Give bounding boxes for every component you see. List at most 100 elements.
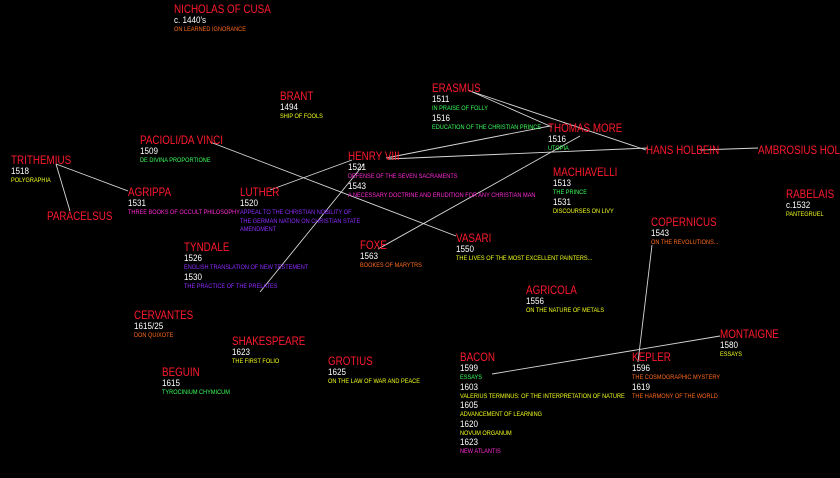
entry-work-title: DISCOURSES ON LIVY	[553, 207, 614, 215]
entry-work-title: NOVUM ORGANUM	[460, 429, 512, 437]
entry-year: 1620	[460, 418, 478, 430]
entry-year: 1599	[460, 363, 478, 374]
entry-work-title: A NECESSARY DOCTRINE AND ERUDITION FOR A…	[348, 191, 536, 199]
entry-year: 1543	[348, 180, 366, 192]
entry-work-title: BOOKES OF MARYTRS	[360, 262, 422, 269]
entry-work-title: IN PRAISE OF FOLLY	[432, 105, 488, 112]
node-name: PARACELSUS	[47, 209, 113, 223]
node-ambrosius-holbein[interactable]: AMBROSIUS HOLBEIN	[758, 144, 840, 157]
entry-year: 1516	[548, 134, 566, 145]
link-henry-thomasmore	[385, 125, 551, 159]
entry-work-title: ON THE REVOLUTIONS...	[651, 239, 719, 246]
entry-year: 1526	[184, 253, 202, 264]
entry-work-title: ON THE LAW OF WAR AND PEACE	[328, 378, 420, 385]
link-trithemius-agrippa	[55, 163, 129, 192]
node-name: ERASMUS	[432, 81, 481, 95]
node-name: AGRICOLA	[526, 283, 577, 297]
entry-year: 1623	[232, 347, 250, 358]
node-name: RABELAIS	[786, 187, 835, 201]
node-hans-holbein[interactable]: HANS HOLBEIN	[646, 144, 735, 157]
node-name: CERVANTES	[134, 308, 194, 322]
node-name: SHAKESPEARE	[232, 334, 306, 348]
link-bacon-montaigne	[491, 335, 721, 375]
link-thomasmore-foxe	[377, 135, 581, 250]
node-name: MACHIAVELLI	[553, 165, 618, 179]
node-name: HANS HOLBEIN	[646, 143, 720, 157]
entry-year: 1511	[432, 94, 450, 105]
link-henry-tyndale	[259, 163, 365, 293]
node-name: BEGUIN	[162, 365, 200, 379]
entry-work-title: AMENDMENT	[240, 226, 277, 233]
entry-year: 1619	[632, 381, 650, 393]
entry-year: 1520	[240, 198, 258, 209]
entry-year: 1531	[553, 196, 571, 208]
node-paracelsus[interactable]: PARACELSUS	[47, 210, 127, 223]
node-name: TRITHEMIUS	[11, 153, 72, 167]
entry-year: c.1532	[786, 200, 811, 211]
entry-work-title: THE PRINCE	[553, 189, 587, 196]
entry-work-title: DE DIVINA PROPORTIONE	[140, 157, 211, 164]
entry-work-title: SHIP OF FOOLS	[280, 113, 323, 120]
entry-work-title: VALERIUS TERMINUS: OF THE INTERPRETATION…	[460, 392, 625, 400]
entry-work-title: ON LEARNED IGNORANCE	[174, 26, 246, 33]
entry-work-title: POLYGRAPHIA	[11, 177, 51, 184]
entry-work-title: APPEAL TO THE CHRISTIAN NOBILITY OF	[240, 209, 352, 216]
entry-year: 1518	[11, 166, 29, 177]
link-henry-hansholbein	[387, 147, 649, 160]
entry-year: 1530	[184, 271, 202, 283]
node-name: PACIOLI/DA VINCI	[140, 133, 223, 147]
entry-year: 1596	[632, 363, 650, 374]
entry-work-title: NEW ATLANTIS	[460, 448, 501, 455]
node-name: VASARI	[456, 231, 492, 245]
node-name: AGRIPPA	[128, 185, 172, 199]
entry-year: 1615/25	[134, 321, 164, 332]
entry-year: 1625	[328, 367, 346, 378]
entry-year: 1494	[280, 102, 298, 113]
node-name: FOXE	[360, 238, 387, 252]
entry-work-title: UTOPIA	[548, 145, 569, 152]
link-trithemius-paracelsus	[55, 163, 71, 212]
entry-work-title: EDUCATION OF THE CHRISTIAN PRINCE	[432, 123, 542, 131]
entry-work-title: TYROCINIUM CHYMICUM	[162, 389, 230, 396]
entry-work-title: DON QUIXOTE	[134, 332, 174, 339]
entry-year: 1509	[140, 146, 158, 157]
node-name: BACON	[460, 350, 496, 364]
node-name: THOMAS MORE	[548, 121, 623, 135]
link-luther-henry	[269, 159, 353, 191]
entry-year: 1513	[553, 178, 571, 189]
node-name: COPERNICUS	[651, 215, 717, 229]
node-name: HENRY VIII	[348, 149, 400, 163]
link-hansholbein-ambrosius	[699, 147, 759, 151]
entry-work-title: ESSAYS	[720, 351, 743, 358]
entry-year: c. 1440's	[174, 15, 207, 26]
node-name: GROTIUS	[328, 354, 373, 368]
link-erasmus-hansholbein	[469, 90, 647, 151]
entry-work-title: DEFENSE OF THE SEVEN SACRAMENTS	[348, 173, 458, 180]
entry-work-title: THE FIRST FOLIO	[232, 358, 280, 365]
entry-work-title: THE COSMOGRAPHIC MYSTERY	[632, 374, 721, 381]
